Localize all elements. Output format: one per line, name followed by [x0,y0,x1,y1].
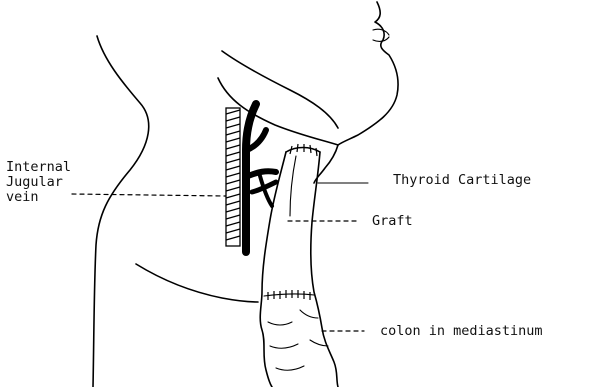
label-internal-jugular-line1: Internal [6,159,71,175]
internal-jugular-vein [226,108,240,246]
clavicle-contour [136,264,258,302]
label-internal-jugular-line3: vein [6,189,39,205]
face-profile [338,2,398,145]
label-internal-jugular-line2: Jugular [6,174,63,190]
lips [373,29,389,41]
internal-jugular-leader [72,194,226,196]
label-colon-in-mediastinum: colon in mediastinum [380,323,543,339]
neck-back-contour [93,36,149,387]
label-graft: Graft [372,213,413,229]
carotid-artery [246,104,276,252]
label-thyroid-cartilage: Thyroid Cartilage [393,172,531,188]
colon-graft [260,144,338,387]
